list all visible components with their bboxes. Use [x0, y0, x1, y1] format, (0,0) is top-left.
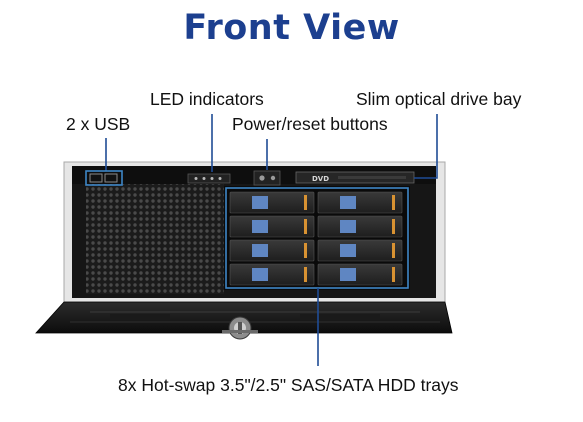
- power-reset-label: Power/reset buttons: [232, 114, 388, 134]
- reset-button: [270, 175, 276, 181]
- optical-callout: [414, 114, 438, 179]
- dvd-logo: DVD: [312, 175, 329, 183]
- led: [194, 177, 198, 180]
- optical-drive: DVD: [295, 171, 415, 184]
- power-reset-buttons: [253, 170, 281, 186]
- hdd-highlight: [225, 187, 409, 289]
- front-door: [35, 301, 453, 340]
- usb-highlight: [85, 170, 123, 186]
- led-panel: [187, 173, 231, 184]
- callout-lines: [85, 114, 438, 366]
- hdd-tray: [229, 263, 315, 286]
- optical-drive-label: Slim optical drive bay: [356, 89, 522, 109]
- hdd-tray: [317, 239, 403, 262]
- usb-port: [104, 173, 118, 183]
- vent-mesh: [86, 184, 224, 294]
- hdd-trays-label: 8x Hot-swap 3.5"/2.5" SAS/SATA HDD trays: [118, 375, 459, 395]
- page-title: Front View: [183, 8, 400, 48]
- power-button: [259, 175, 265, 181]
- usb-ports: [89, 173, 118, 183]
- usb-label: 2 x USB: [66, 114, 131, 134]
- hdd-tray: [229, 215, 315, 238]
- hdd-tray: [229, 239, 315, 262]
- hdd-tray: [229, 191, 315, 214]
- hdd-tray-cage: [224, 186, 410, 290]
- usb-port: [89, 173, 103, 183]
- led: [210, 177, 214, 180]
- hdd-tray: [317, 215, 403, 238]
- led: [202, 177, 206, 180]
- hdd-tray: [317, 191, 403, 214]
- led: [218, 177, 222, 180]
- led-indicators-label: LED indicators: [150, 89, 264, 109]
- hdd-tray: [317, 263, 403, 286]
